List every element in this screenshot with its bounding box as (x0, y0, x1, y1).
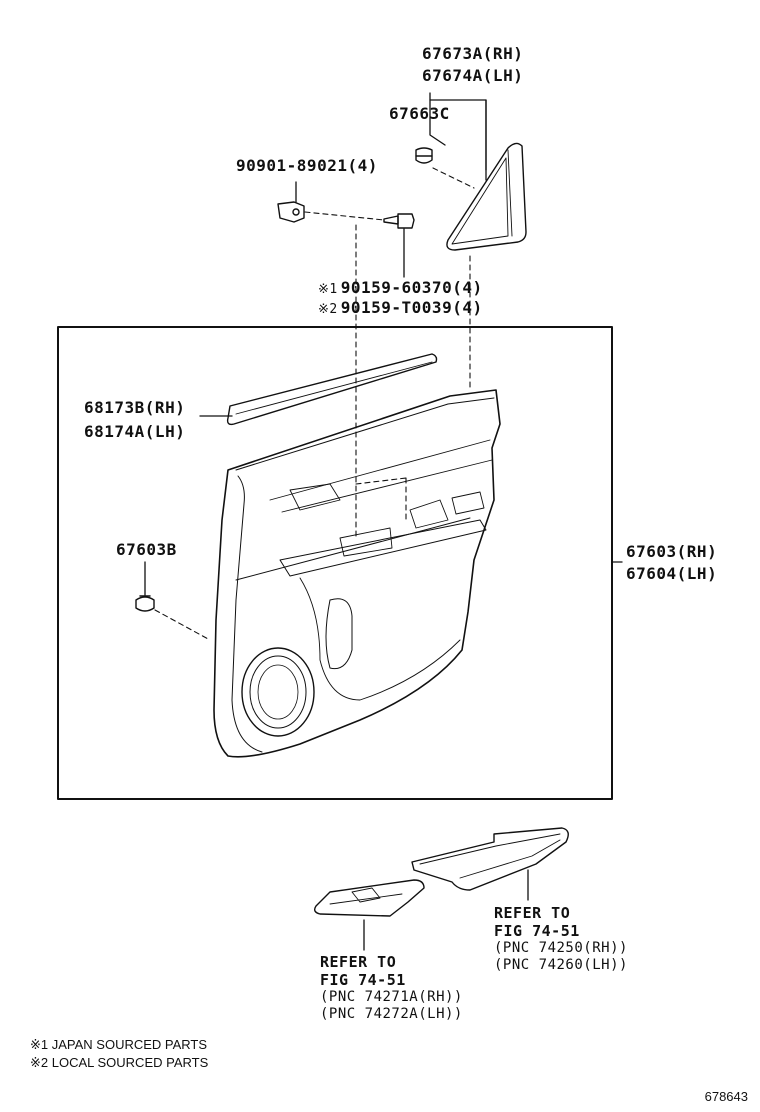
armrest-ref-line3: (PNC 74250(RH)) (494, 940, 628, 956)
door-trim-panel-shape (213, 389, 501, 758)
footnote-local: ※2 LOCAL SOURCED PARTS (30, 1055, 209, 1070)
armrest-base-shape (411, 827, 569, 891)
label-clip-67663c: 67663C (389, 104, 450, 123)
armrest-ref-line1: REFER TO (494, 904, 571, 922)
illustration-number: 678643 (704, 1089, 748, 1104)
clip-67603b-shape (135, 595, 155, 612)
label-clip-67603b: 67603B (116, 540, 177, 559)
upper-garnish (446, 142, 527, 251)
screw-shape (383, 213, 415, 229)
label-trim-upper-rh: 67673A(RH) (422, 44, 524, 63)
local-mark: ※2 (318, 302, 338, 317)
switch-ref-line4: (PNC 74272A(LH)) (320, 1006, 463, 1022)
label-panel-rh: 67603(RH) (626, 542, 718, 561)
clip-67663c-shape (415, 147, 433, 164)
footnote-japan: ※1 JAPAN SOURCED PARTS (30, 1037, 208, 1052)
screw-local-number: 90159-T0039(4) (340, 298, 483, 317)
screw-jp-number: 90159-60370(4) (340, 278, 483, 297)
leader-lines (144, 92, 623, 951)
armrest-ref-line4: (PNC 74260(LH)) (494, 957, 628, 973)
armrest-ref-line2: FIG 74-51 (494, 922, 580, 940)
japan-mark: ※1 (318, 282, 338, 297)
weatherstrip-shape (226, 353, 438, 426)
switch-base-shape (313, 879, 425, 917)
label-weatherstrip-rh: 68173B(RH) (84, 398, 186, 417)
label-panel-lh: 67604(LH) (626, 564, 718, 583)
label-clip-90901: 90901-89021(4) (236, 156, 378, 175)
label-weatherstrip-lh: 68174A(LH) (84, 422, 186, 441)
switch-ref-line2: FIG 74-51 (320, 971, 406, 989)
switch-ref-line1: REFER TO (320, 953, 397, 971)
clip-90901-shape (277, 201, 305, 223)
switch-ref-line3: (PNC 74271A(RH)) (320, 989, 463, 1005)
assembly-frame (57, 326, 613, 800)
label-trim-upper-lh: 67674A(LH) (422, 66, 524, 85)
